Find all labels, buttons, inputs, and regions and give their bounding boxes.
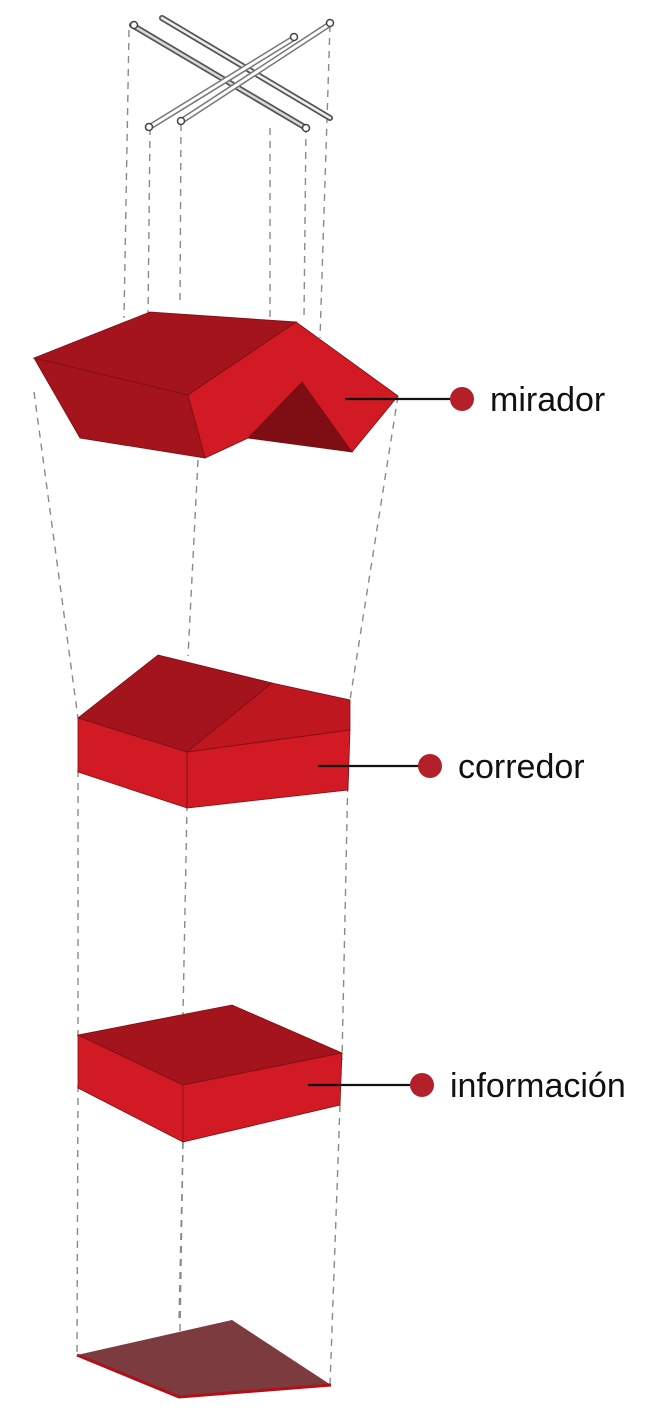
frame-joint bbox=[146, 124, 153, 131]
frame-joint bbox=[178, 118, 185, 125]
frame-bar-light bbox=[148, 24, 330, 128]
informacion-block bbox=[78, 1005, 342, 1142]
circle-dot-icon bbox=[418, 754, 442, 778]
roof-frame bbox=[131, 18, 334, 132]
corredor-block bbox=[78, 655, 350, 808]
frame-joint bbox=[291, 34, 298, 41]
frame-joint bbox=[131, 22, 138, 29]
base-plate bbox=[77, 1320, 331, 1397]
frame-joint bbox=[303, 125, 310, 132]
frame-bar-dark bbox=[132, 18, 330, 128]
circle-dot-icon bbox=[450, 387, 474, 411]
label-corredor: corredor bbox=[318, 748, 585, 786]
base-plate-face bbox=[77, 1320, 331, 1397]
label-text: corredor bbox=[458, 748, 585, 786]
label-text: información bbox=[450, 1067, 626, 1105]
mirador-block bbox=[34, 312, 398, 458]
label-text: mirador bbox=[490, 381, 605, 419]
label-informacion: información bbox=[308, 1067, 626, 1105]
frame-joint bbox=[327, 20, 334, 27]
circle-dot-icon bbox=[410, 1073, 434, 1097]
